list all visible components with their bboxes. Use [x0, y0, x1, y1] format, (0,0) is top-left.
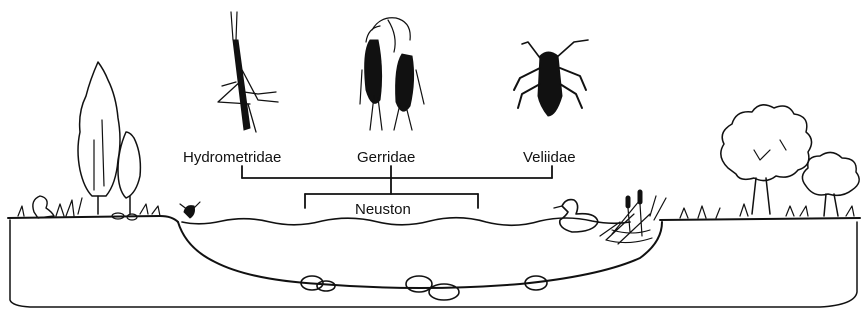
deciduous-tree-icon — [721, 105, 859, 216]
hydrometridae-insect-icon — [218, 12, 278, 132]
cattail-reeds-icon — [600, 190, 666, 244]
label-neuston: Neuston — [355, 201, 411, 218]
right-bank-grass — [680, 204, 854, 218]
pond-basin — [178, 218, 662, 288]
gerridae-insect-icon — [360, 18, 424, 130]
squirrel-icon — [33, 196, 54, 218]
label-gerridae: Gerridae — [357, 149, 415, 166]
ground-line — [8, 216, 860, 307]
label-veliidae: Veliidae — [523, 149, 576, 166]
label-hydrometridae: Hydrometridae — [183, 149, 281, 166]
duck-icon — [554, 200, 598, 232]
veliidae-insect-icon — [514, 40, 588, 116]
conifer-tree-icon — [78, 62, 140, 214]
